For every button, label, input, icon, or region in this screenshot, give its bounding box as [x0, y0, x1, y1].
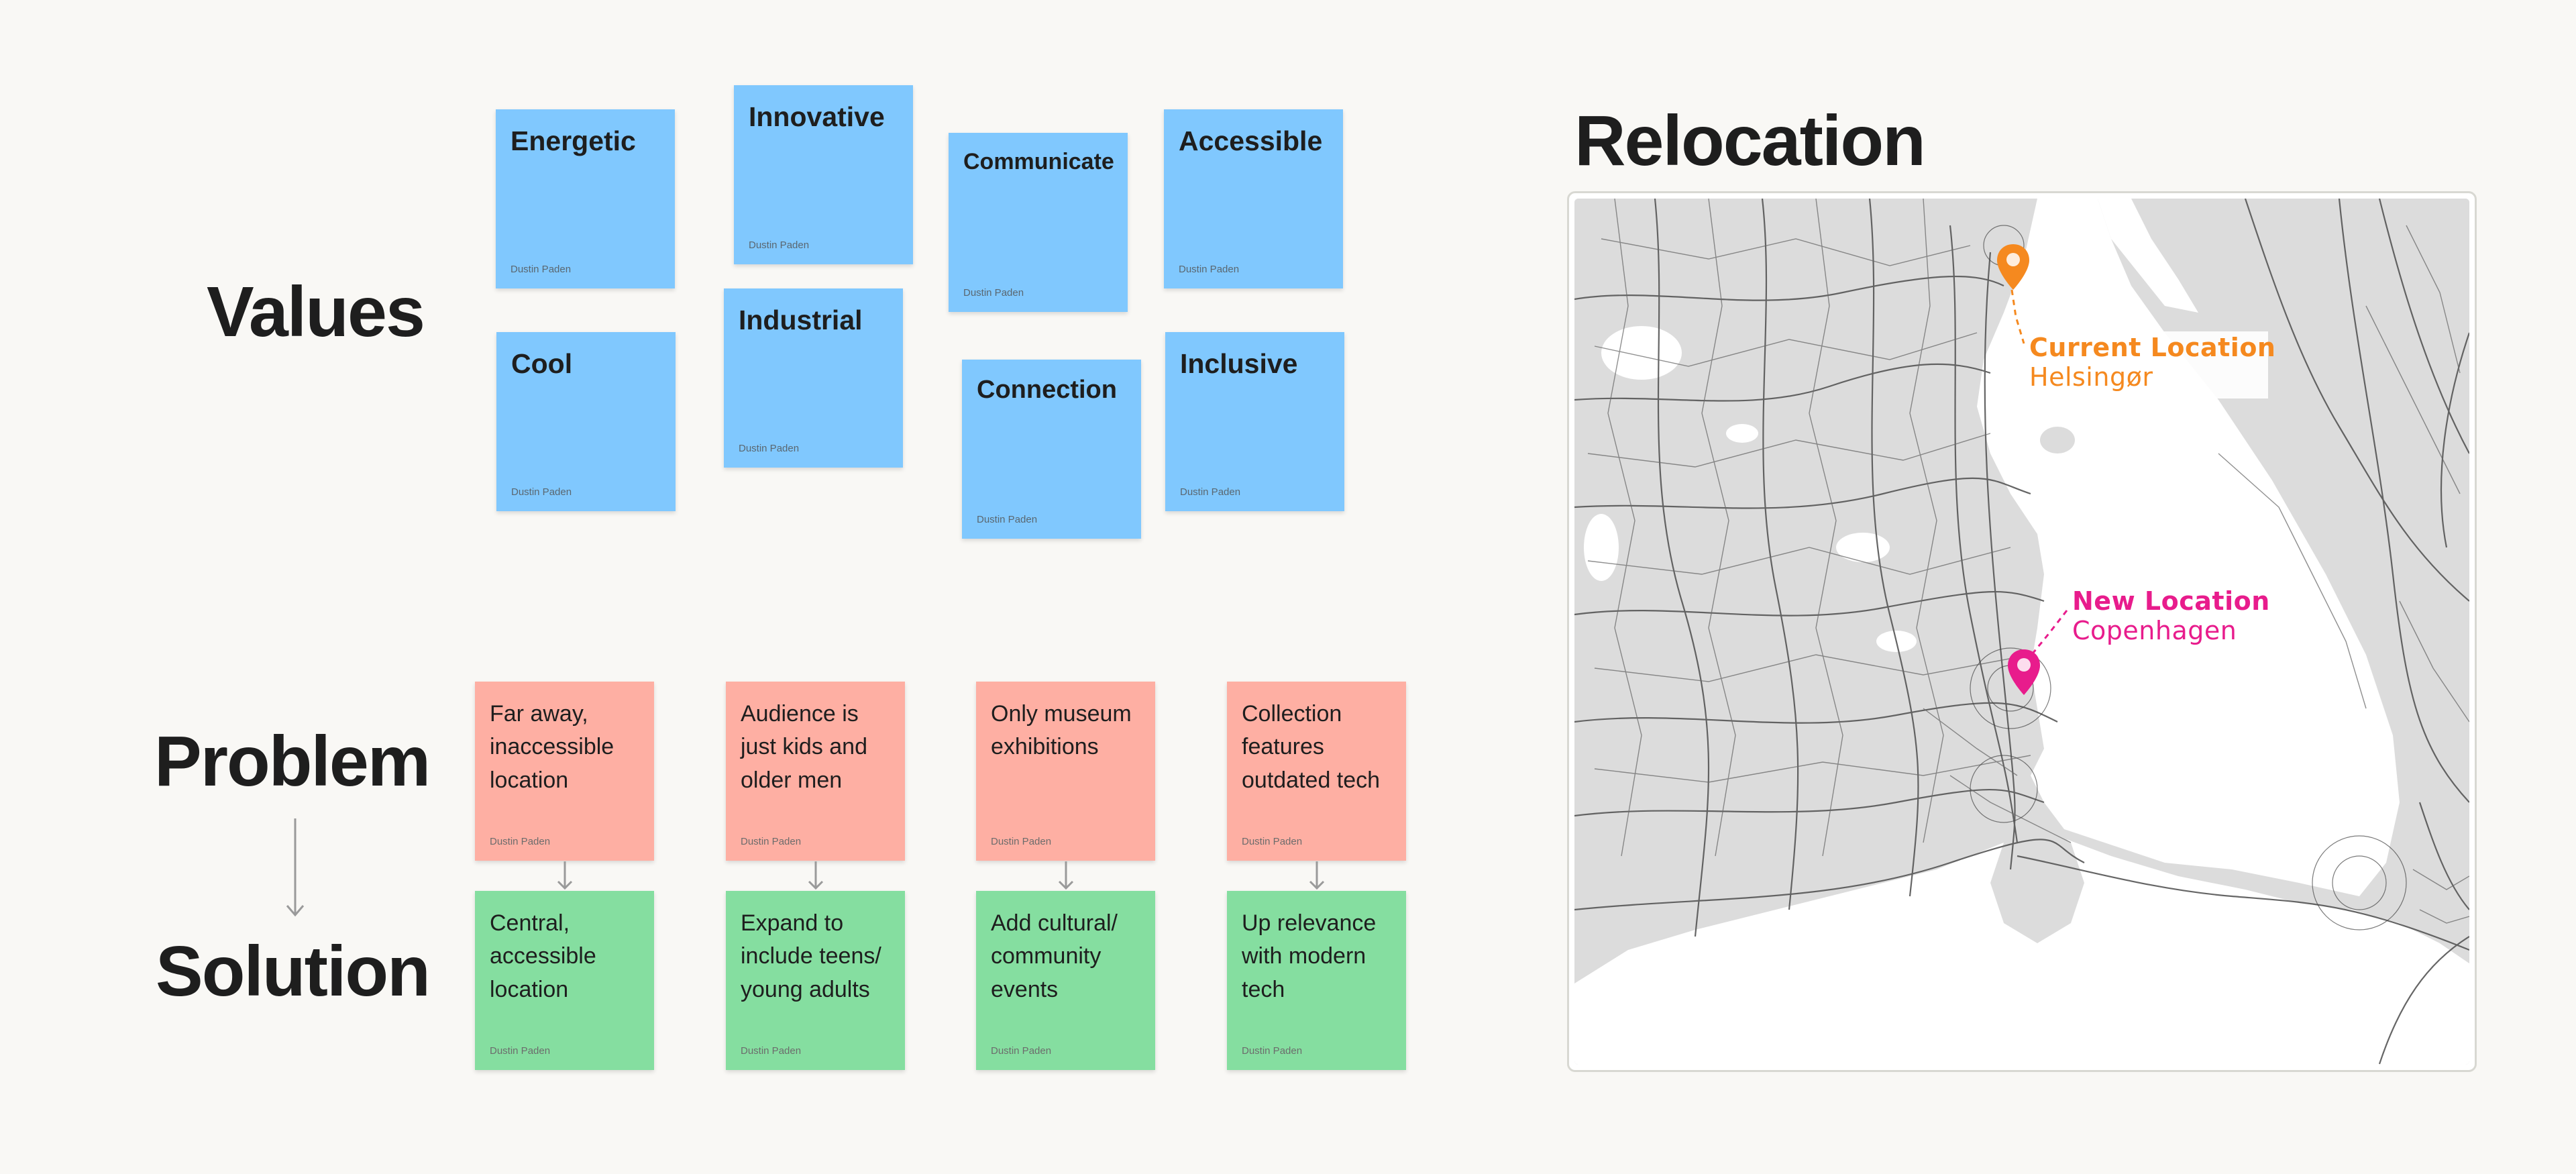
sticky-author: Dustin Paden — [1180, 486, 1241, 498]
sticky-note-industrial[interactable]: Industrial Dustin Paden — [724, 288, 903, 468]
sticky-label: Cool — [511, 348, 573, 379]
relocation-heading: Relocation — [1574, 101, 1926, 180]
sticky-author: Dustin Paden — [490, 1045, 551, 1057]
connector-arrow — [557, 861, 573, 890]
sticky-author: Dustin Paden — [1242, 836, 1303, 847]
sticky-note-connection[interactable]: Connection Dustin Paden — [962, 360, 1141, 539]
sticky-label: Connection — [977, 376, 1117, 404]
sticky-label: Energetic — [511, 125, 636, 156]
sticky-label: Inclusive — [1180, 348, 1298, 379]
new-location-title: New Location — [2072, 586, 2270, 616]
sticky-note-solution-3[interactable]: Add cultural/ community events Dustin Pa… — [976, 891, 1155, 1070]
sticky-note-solution-1[interactable]: Central, accessible location Dustin Pade… — [475, 891, 654, 1070]
sticky-note-accessible[interactable]: Accessible Dustin Paden — [1164, 109, 1343, 288]
sticky-text: Central, accessible location — [490, 910, 596, 1002]
sticky-author: Dustin Paden — [1242, 1045, 1303, 1057]
sticky-note-problem-1[interactable]: Far away, inaccessible location Dustin P… — [475, 682, 654, 861]
relocation-map-frame[interactable]: Current Location Helsingør New Location … — [1567, 191, 2477, 1072]
new-location-place: Copenhagen — [2072, 616, 2237, 645]
sticky-text: Audience is just kids and older men — [741, 701, 867, 793]
sticky-label: Communicate — [963, 149, 1114, 174]
sticky-text: Far away, inaccessible location — [490, 701, 614, 793]
sticky-text: Collection features outdated tech — [1242, 701, 1381, 793]
sticky-author: Dustin Paden — [511, 264, 572, 275]
sticky-note-solution-2[interactable]: Expand to include teens/ young adults Du… — [726, 891, 905, 1070]
sticky-note-problem-2[interactable]: Audience is just kids and older men Dust… — [726, 682, 905, 861]
sticky-author: Dustin Paden — [741, 1045, 802, 1057]
values-heading: Values — [207, 272, 425, 352]
sticky-note-problem-3[interactable]: Only museum exhibitions Dustin Paden — [976, 682, 1155, 861]
sticky-author: Dustin Paden — [490, 836, 551, 847]
sticky-author: Dustin Paden — [739, 443, 800, 454]
sticky-note-problem-4[interactable]: Collection features outdated tech Dustin… — [1227, 682, 1406, 861]
connector-arrow — [1058, 861, 1074, 890]
sticky-author: Dustin Paden — [511, 486, 572, 498]
sticky-text: Add cultural/ community events — [991, 910, 1118, 1002]
relocation-map[interactable]: Current Location Helsingør New Location … — [1574, 199, 2469, 1065]
current-location-label-bg — [2025, 331, 2268, 398]
new-location-pin-icon[interactable] — [2006, 648, 2041, 696]
sticky-author: Dustin Paden — [991, 836, 1052, 847]
sticky-note-innovative[interactable]: Innovative Dustin Paden — [734, 85, 913, 264]
solution-heading: Solution — [156, 932, 431, 1011]
sticky-label: Accessible — [1179, 125, 1323, 156]
sticky-label: Industrial — [739, 305, 863, 335]
sticky-author: Dustin Paden — [749, 239, 810, 251]
sticky-author: Dustin Paden — [963, 287, 1024, 299]
sticky-note-cool[interactable]: Cool Dustin Paden — [496, 332, 676, 511]
sticky-note-energetic[interactable]: Energetic Dustin Paden — [496, 109, 675, 288]
new-location-connector — [2023, 610, 2068, 665]
sticky-text: Only museum exhibitions — [991, 701, 1132, 760]
sticky-author: Dustin Paden — [1179, 264, 1240, 275]
sticky-note-inclusive[interactable]: Inclusive Dustin Paden — [1165, 332, 1344, 511]
current-location-pin-icon[interactable] — [1996, 243, 2031, 291]
sticky-author: Dustin Paden — [991, 1045, 1052, 1057]
sticky-label: Innovative — [749, 101, 885, 132]
connector-arrow — [1309, 861, 1325, 890]
sticky-author: Dustin Paden — [741, 836, 802, 847]
sticky-author: Dustin Paden — [977, 514, 1038, 525]
problem-heading: Problem — [154, 722, 431, 801]
current-location-title: Current Location — [2029, 333, 2276, 362]
sticky-text: Expand to include teens/ young adults — [741, 910, 881, 1002]
problem-to-solution-arrow — [286, 818, 305, 917]
sticky-note-communicate[interactable]: Communicate Dustin Paden — [949, 133, 1128, 312]
connector-arrow — [808, 861, 824, 890]
sticky-note-solution-4[interactable]: Up relevance with modern tech Dustin Pad… — [1227, 891, 1406, 1070]
current-location-place: Helsingør — [2029, 362, 2153, 392]
sticky-text: Up relevance with modern tech — [1242, 910, 1377, 1002]
